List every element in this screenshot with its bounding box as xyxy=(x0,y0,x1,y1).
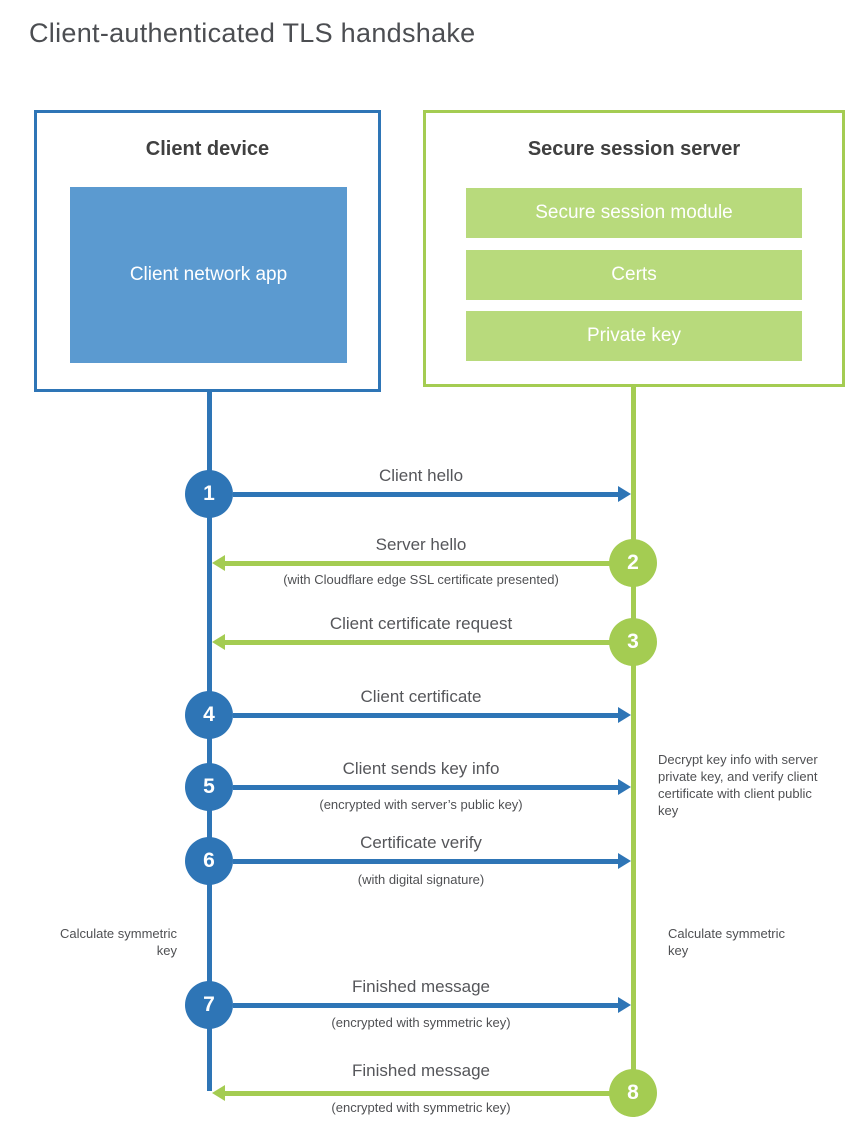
step-2-circle: 2 xyxy=(609,539,657,587)
client-network-app-label: Client network app xyxy=(129,264,288,286)
step-8-label: Finished message xyxy=(352,1061,490,1080)
step-7-arrow-right xyxy=(233,997,631,1013)
page-title: Client-authenticated TLS handshake xyxy=(29,18,476,48)
step-8-arrow-left xyxy=(212,1085,610,1101)
step-4-number: 4 xyxy=(203,703,215,726)
calculate-symmetric-key-server-note: Calculate symmetric key xyxy=(668,926,786,958)
server-module-certs: Certs xyxy=(466,250,802,300)
step-2-label: Server hello xyxy=(375,535,467,554)
step-3-circle: 3 xyxy=(609,618,657,666)
step-4-label: Client certificate xyxy=(360,687,482,706)
server-lifeline xyxy=(631,386,636,1091)
step-6-arrow-right xyxy=(233,853,631,869)
step-8-circle: 8 xyxy=(609,1069,657,1117)
step-2-number: 2 xyxy=(627,551,639,574)
step-7-circle: 7 xyxy=(185,981,233,1029)
step-1-circle: 1 xyxy=(185,470,233,518)
step-6-label: Certificate verify xyxy=(360,833,482,852)
step-1-arrow-right xyxy=(233,486,631,502)
step-5-arrow-right xyxy=(233,779,631,795)
step-3-number: 3 xyxy=(627,630,639,653)
step-8-sublabel: (encrypted with symmetric key) xyxy=(331,1100,511,1115)
secure-session-server-title: Secure session server xyxy=(527,138,741,160)
step-8-number: 8 xyxy=(627,1081,639,1104)
step-6-sublabel: (with digital signature) xyxy=(357,872,485,887)
step-3-arrow-left xyxy=(212,634,610,650)
decrypt-key-note: Decrypt key info with server private key… xyxy=(658,752,818,818)
step-7-label: Finished message xyxy=(352,977,490,996)
step-4-circle: 4 xyxy=(185,691,233,739)
step-4-arrow-right xyxy=(233,707,631,723)
client-network-app-block: Client network app xyxy=(70,187,347,363)
step-1-label: Client hello xyxy=(378,466,464,485)
step-2-sublabel: (with Cloudflare edge SSL certificate pr… xyxy=(283,572,559,587)
client-lifeline xyxy=(207,391,212,1091)
server-module-secure-session: Secure session module xyxy=(466,188,802,238)
step-7-sublabel: (encrypted with symmetric key) xyxy=(331,1015,511,1030)
step-5-label: Client sends key info xyxy=(342,759,500,778)
calculate-symmetric-key-client-note: Calculate symmetric key xyxy=(59,926,177,958)
client-device-title: Client device xyxy=(145,138,270,160)
step-2-arrow-left xyxy=(212,555,610,571)
step-6-number: 6 xyxy=(203,849,215,872)
step-3-label: Client certificate request xyxy=(329,614,513,633)
step-1-number: 1 xyxy=(203,482,215,505)
server-module-private-key: Private key xyxy=(466,311,802,361)
step-5-circle: 5 xyxy=(185,763,233,811)
step-7-number: 7 xyxy=(203,993,215,1016)
step-5-number: 5 xyxy=(203,775,215,798)
step-5-sublabel: (encrypted with server’s public key) xyxy=(319,797,523,812)
step-6-circle: 6 xyxy=(185,837,233,885)
